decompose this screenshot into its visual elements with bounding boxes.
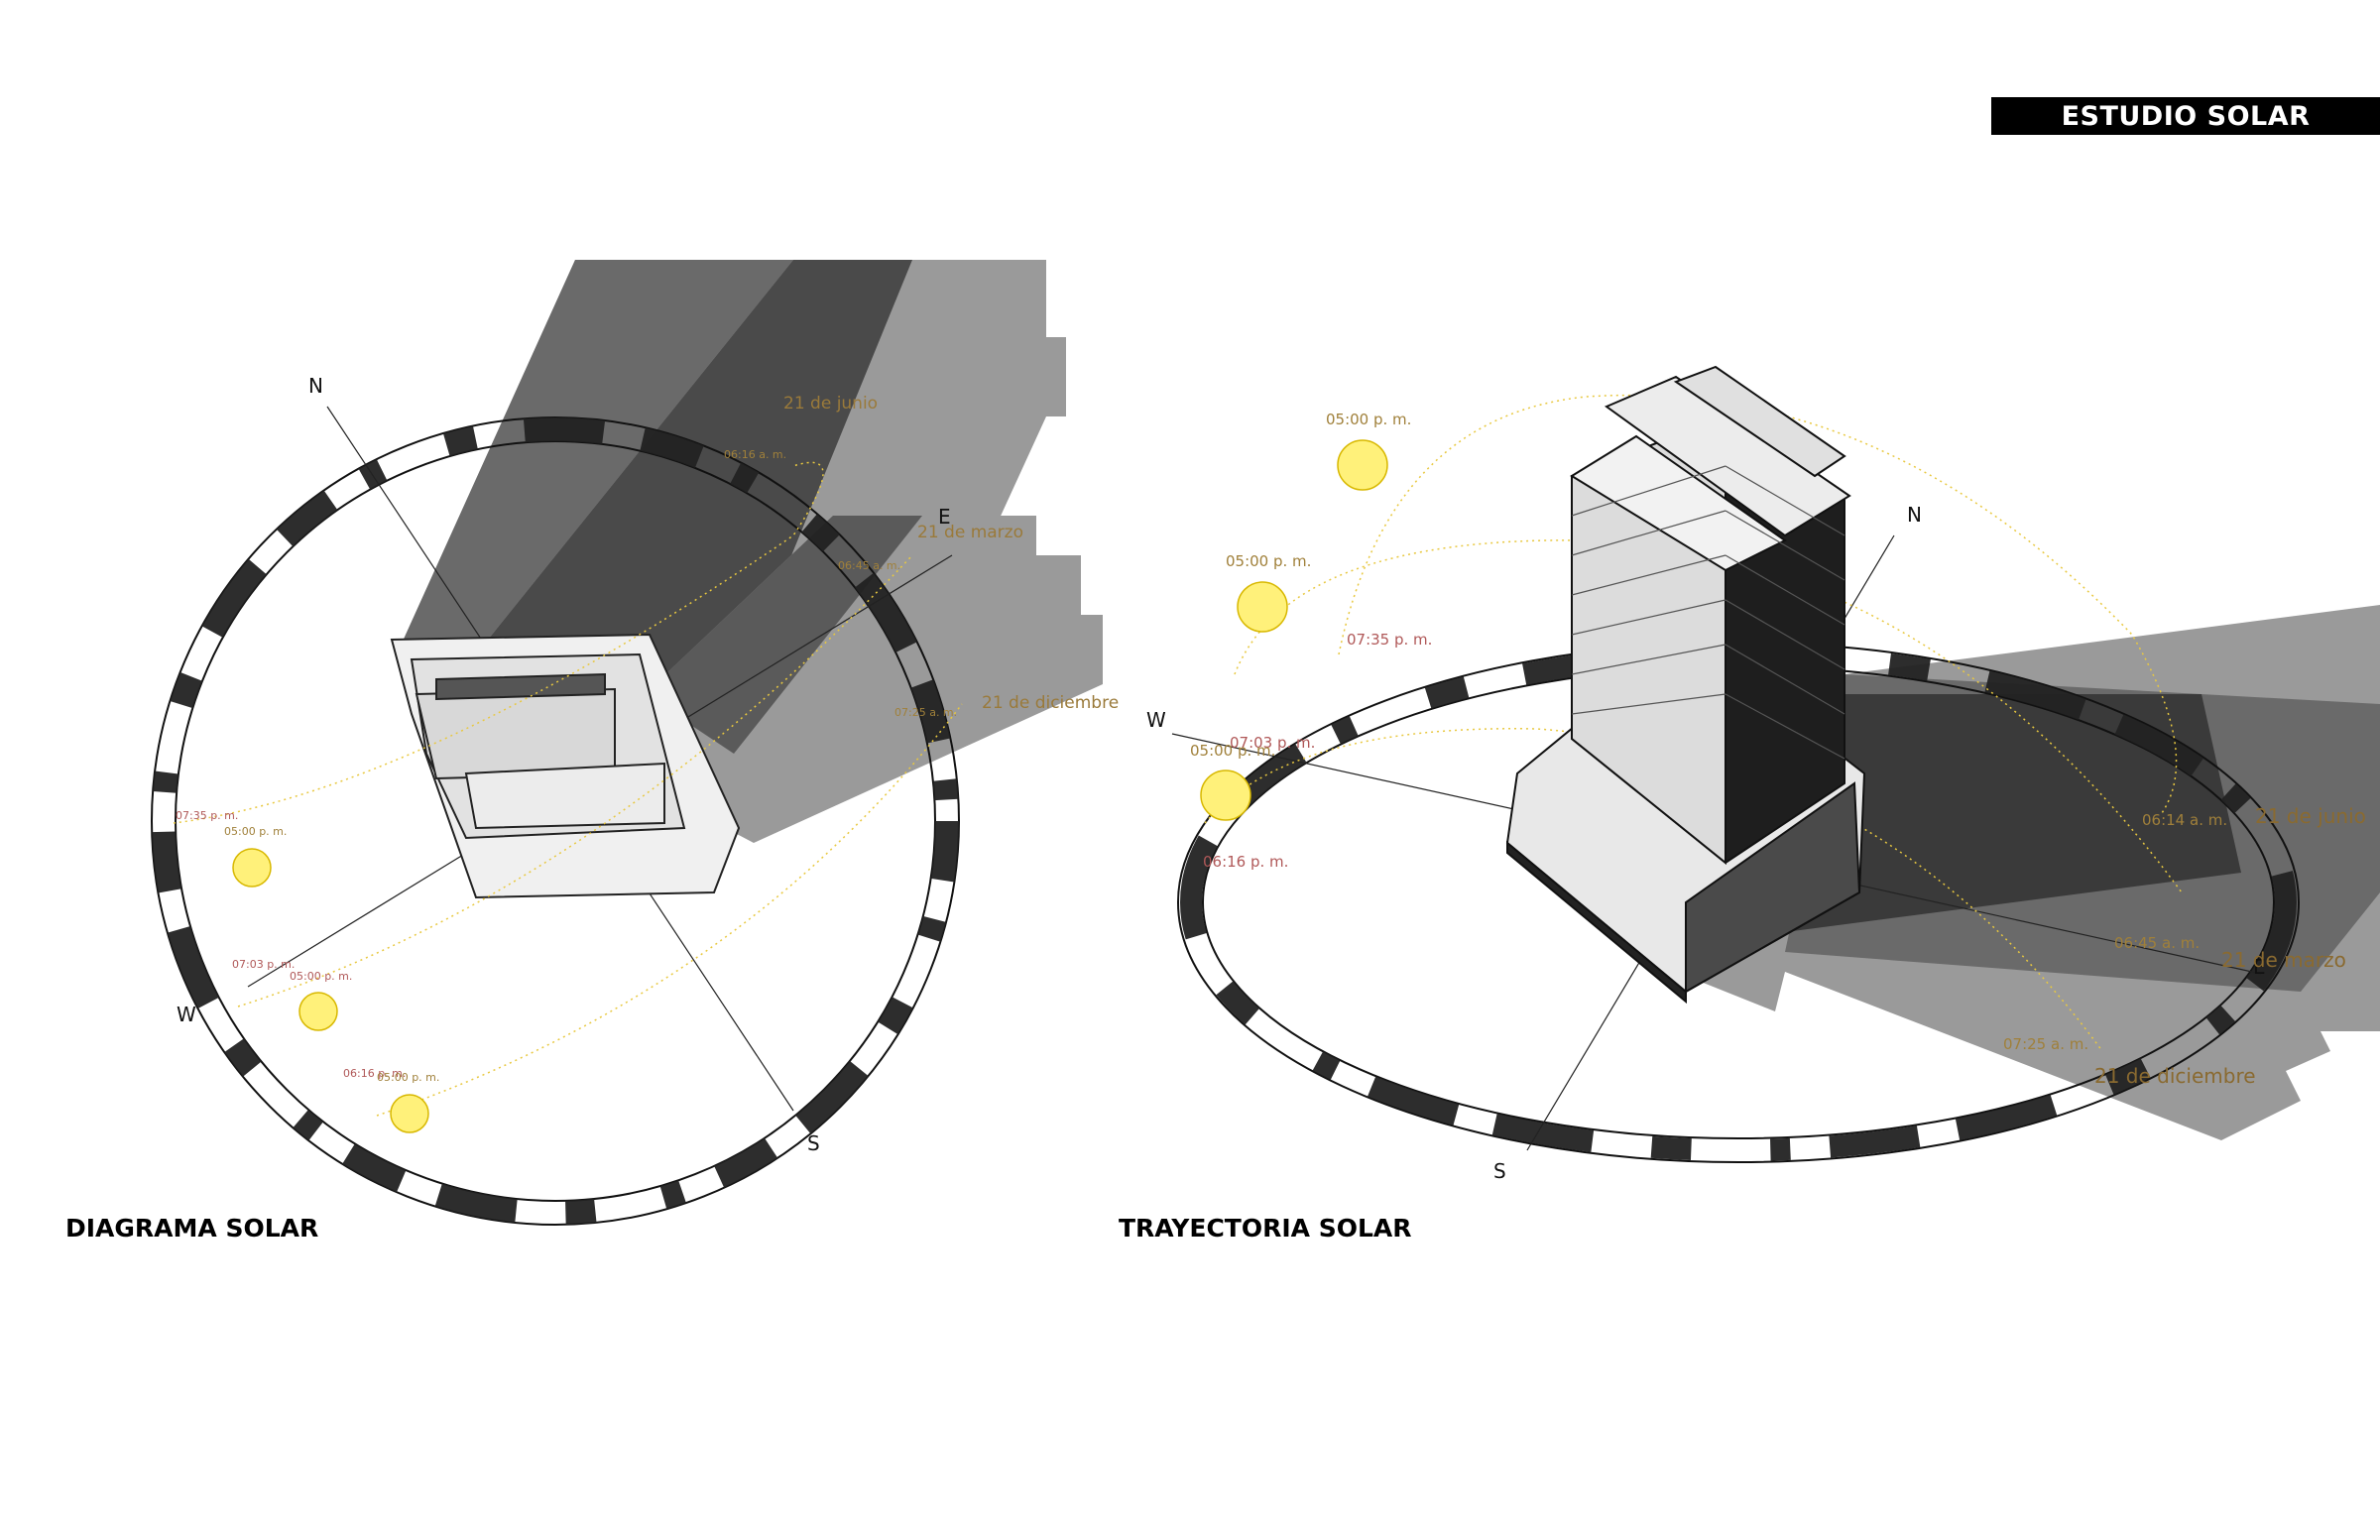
time-march-sunset-right: 07:03 p. m. (1230, 734, 1315, 752)
time-december-sunset-left: 06:16 p. m. (343, 1067, 406, 1080)
time-march-sunset-left: 07:03 p. m. (232, 958, 295, 971)
compass-s-right: S (1493, 1159, 1506, 1183)
date-june-left: 21 de junio (783, 394, 878, 414)
sun-paths-right (1204, 394, 2183, 1052)
sun-paths-left (173, 461, 963, 1117)
compass-w-right: W (1146, 708, 1166, 732)
compass-n-left: N (308, 374, 323, 398)
time-december-5pm-right: 05:00 p. m. (1190, 742, 1275, 760)
time-december-sunrise-left: 07:25 a. m. (894, 706, 957, 719)
time-june-5pm-right: 05:00 p. m. (1326, 411, 1411, 428)
date-june-right: 21 de junio (2255, 804, 2366, 828)
time-december-sunset-right: 06:16 p. m. (1203, 853, 1288, 871)
compass-ring-left (151, 416, 960, 1226)
compass-s-left: S (807, 1131, 820, 1155)
time-june-sunrise-right: 06:14 a. m. (2142, 811, 2227, 829)
time-march-sunrise-left: 06:45 a. m. (838, 559, 900, 572)
time-march-5pm-left: 05:00 p. m. (290, 970, 352, 983)
caption-trayectoria-solar: TRAYECTORIA SOLAR (1119, 1214, 1412, 1243)
sun-markers-left (232, 848, 429, 1133)
sun-markers-right (1200, 439, 1388, 821)
building-plan-left (390, 633, 741, 899)
time-march-sunrise-right: 06:45 a. m. (2114, 934, 2200, 952)
time-december-sunrise-right: 07:25 a. m. (2003, 1035, 2088, 1053)
caption-diagrama-solar: DIAGRAMA SOLAR (65, 1214, 319, 1243)
sun-icon (390, 1094, 429, 1133)
compass-n-right: N (1907, 503, 1922, 527)
building-floor-lines-right (1571, 465, 1845, 760)
compass-e-left: E (938, 505, 951, 529)
shadow-cast-left (397, 260, 1103, 843)
time-june-5pm-left: 05:00 p. m. (224, 825, 287, 838)
compass-e-right: E (2253, 955, 2266, 979)
shadow-cast-right (1676, 605, 2380, 1140)
date-december-right: 21 de diciembre (2094, 1064, 2256, 1088)
time-march-5pm-right: 05:00 p. m. (1226, 552, 1311, 570)
time-december-5pm-left: 05:00 p. m. (377, 1071, 439, 1084)
sun-icon (232, 848, 272, 888)
sun-icon (1200, 770, 1251, 821)
date-december-left: 21 de diciembre (982, 693, 1119, 713)
sun-icon (1237, 581, 1288, 633)
date-march-left: 21 de marzo (917, 523, 1023, 542)
time-june-sunset-right: 07:35 p. m. (1347, 631, 1432, 649)
time-june-sunrise-left: 06:16 a. m. (724, 448, 786, 461)
sun-icon (298, 992, 338, 1031)
date-march-right: 21 de marzo (2221, 948, 2346, 972)
time-june-sunset-left: 07:35 p. m. (176, 809, 238, 822)
sun-icon (1337, 439, 1388, 491)
compass-w-left: W (177, 1003, 196, 1026)
page-title-badge: ESTUDIO SOLAR (1991, 97, 2380, 135)
building-tower-right (1505, 365, 1866, 1005)
